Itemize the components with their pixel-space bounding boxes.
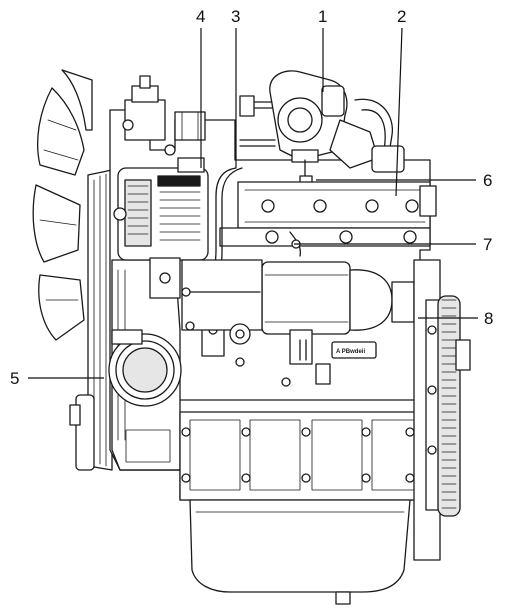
exhaust-manifold	[237, 181, 437, 229]
crankcase	[119, 399, 421, 501]
front-pulley-belt	[69, 169, 113, 471]
starter-motor	[261, 261, 415, 365]
callout-3: 3	[231, 7, 240, 26]
callout-8: 8	[484, 309, 493, 328]
callout-1: 1	[318, 7, 327, 26]
callout-5: 5	[10, 369, 19, 388]
flywheel	[413, 259, 471, 561]
leader-lines	[28, 27, 478, 379]
oil-pan	[189, 499, 411, 605]
leader-2	[395, 27, 403, 197]
intake-rail	[219, 227, 431, 257]
block-details	[181, 259, 291, 387]
brand-badge: A PBwdeii	[315, 341, 377, 385]
callout-6: 6	[483, 171, 492, 190]
callout-2: 2	[397, 7, 406, 26]
callout-7: 7	[483, 235, 492, 254]
front-top-bracket	[122, 75, 206, 156]
turbocharger	[239, 70, 405, 187]
badge-text: A PBwdeii	[336, 349, 365, 355]
callout-labels: 1 2 3 4 5 6 7 8	[10, 7, 493, 388]
callout-4: 4	[196, 7, 205, 26]
water-pump-pulley	[108, 329, 182, 407]
alternator	[113, 157, 209, 299]
cooling-fan	[32, 69, 93, 341]
